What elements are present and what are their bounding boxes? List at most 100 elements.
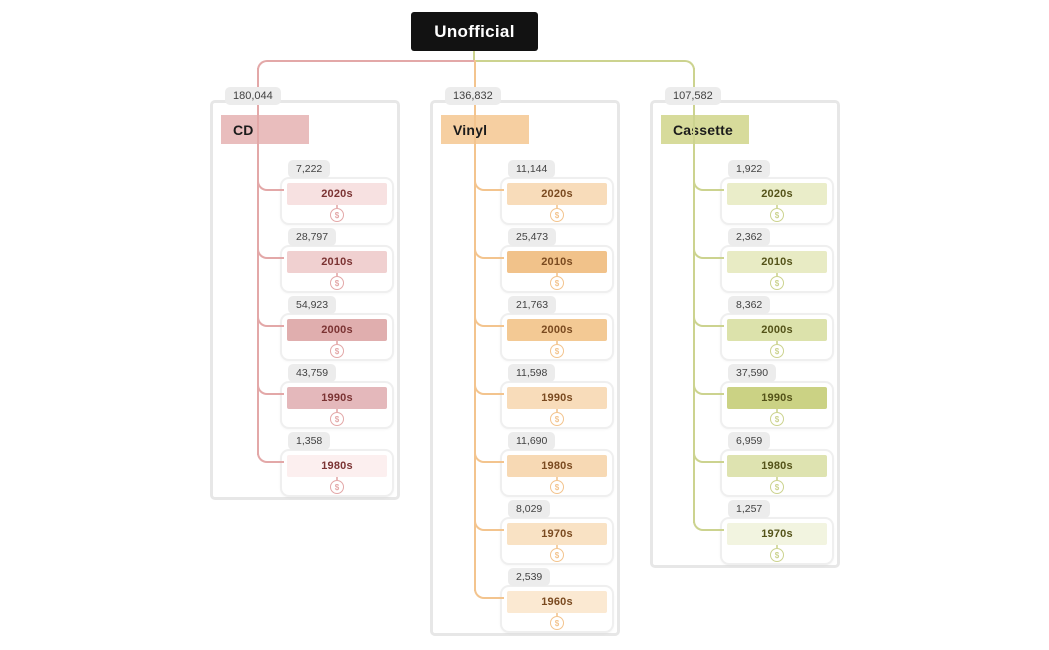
decade-count-badge: 8,029 (508, 500, 551, 518)
group-header-cd[interactable]: CD (221, 115, 309, 144)
group-header-cassette[interactable]: Cassette (661, 115, 749, 144)
decade-card[interactable]: 2020s $ (500, 177, 614, 225)
dollar-circle-icon[interactable]: $ (550, 208, 564, 222)
decade-card[interactable]: 1990s $ (280, 381, 394, 429)
dollar-circle-icon[interactable]: $ (330, 480, 344, 494)
decade-count-badge: 11,690 (508, 432, 556, 450)
group-header-vinyl[interactable]: Vinyl (441, 115, 529, 144)
connector-line (474, 383, 504, 395)
decade-label-bar: 1960s (507, 591, 607, 613)
decade-label-bar: 1980s (727, 455, 827, 477)
icon-connector-stub (776, 205, 778, 208)
decade-node: 1,358 1980s $ (280, 432, 402, 497)
decade-card[interactable]: 1970s $ (500, 517, 614, 565)
decade-label-bar: 2000s (727, 319, 827, 341)
decade-count-badge: 6,959 (728, 432, 771, 450)
icon-connector-stub (556, 409, 558, 412)
decade-label-bar: 1970s (727, 523, 827, 545)
decade-node: 21,763 2000s $ (500, 296, 622, 361)
decade-count-badge: 2,539 (508, 568, 551, 586)
group-count-badge: 107,582 (665, 87, 721, 105)
decade-label-bar: 1990s (727, 387, 827, 409)
connector-line (257, 179, 284, 191)
decade-card[interactable]: 2020s $ (280, 177, 394, 225)
decade-node: 11,690 1980s $ (500, 432, 622, 497)
dollar-circle-icon[interactable]: $ (330, 276, 344, 290)
decade-label: 1980s (541, 460, 573, 472)
decade-card[interactable]: 1980s $ (500, 449, 614, 497)
connector-line (474, 60, 476, 70)
decade-card[interactable]: 2000s $ (720, 313, 834, 361)
icon-connector-stub (336, 409, 338, 412)
icon-connector-stub (776, 409, 778, 412)
decade-node: 25,473 2010s $ (500, 228, 622, 293)
decade-label: 1960s (541, 596, 573, 608)
decade-card[interactable]: 1960s $ (500, 585, 614, 633)
decade-label-bar: 2000s (287, 319, 387, 341)
dollar-circle-icon[interactable]: $ (770, 276, 784, 290)
connector-line (474, 179, 504, 191)
decade-label: 2000s (761, 324, 793, 336)
decade-count-badge: 11,144 (508, 160, 556, 178)
decade-label-bar: 2020s (287, 183, 387, 205)
decade-card[interactable]: 2000s $ (280, 313, 394, 361)
decade-label: 2020s (321, 188, 353, 200)
dollar-circle-icon[interactable]: $ (550, 480, 564, 494)
dollar-circle-icon[interactable]: $ (770, 344, 784, 358)
decade-node: 11,598 1990s $ (500, 364, 622, 429)
dollar-circle-icon[interactable]: $ (770, 412, 784, 426)
decade-card[interactable]: 2010s $ (720, 245, 834, 293)
decade-node: 11,144 2020s $ (500, 160, 622, 225)
decade-label-bar: 1990s (287, 387, 387, 409)
decade-label-bar: 2020s (507, 183, 607, 205)
dollar-circle-icon[interactable]: $ (330, 208, 344, 222)
decade-card[interactable]: 1990s $ (720, 381, 834, 429)
dollar-circle-icon[interactable]: $ (770, 208, 784, 222)
decade-label: 1990s (761, 392, 793, 404)
dollar-circle-icon[interactable]: $ (330, 412, 344, 426)
icon-connector-stub (556, 477, 558, 480)
dollar-circle-icon[interactable]: $ (550, 548, 564, 562)
root-node[interactable]: Unofficial (411, 12, 538, 51)
decade-card[interactable]: 2010s $ (280, 245, 394, 293)
connector-line (257, 451, 284, 463)
decade-node: 2,539 1960s $ (500, 568, 622, 633)
connector-line (257, 315, 284, 327)
dollar-circle-icon[interactable]: $ (330, 344, 344, 358)
decade-node: 1,922 2020s $ (720, 160, 842, 225)
decade-card[interactable]: 1980s $ (720, 449, 834, 497)
connector-line (693, 315, 724, 327)
dollar-circle-icon[interactable]: $ (550, 616, 564, 630)
icon-connector-stub (776, 273, 778, 276)
dollar-circle-icon[interactable]: $ (770, 548, 784, 562)
decade-count-badge: 43,759 (288, 364, 337, 382)
decade-label-bar: 2000s (507, 319, 607, 341)
icon-connector-stub (336, 273, 338, 276)
decade-count-badge: 25,473 (508, 228, 557, 246)
icon-connector-stub (336, 341, 338, 344)
decade-count-badge: 28,797 (288, 228, 337, 246)
decade-label: 2010s (321, 256, 353, 268)
decade-card[interactable]: 2000s $ (500, 313, 614, 361)
decade-card[interactable]: 2020s $ (720, 177, 834, 225)
connector-line (693, 519, 724, 531)
connector-line (693, 451, 724, 463)
dollar-circle-icon[interactable]: $ (550, 344, 564, 358)
connector-line (693, 68, 695, 523)
decade-count-badge: 1,257 (728, 500, 771, 518)
decade-count-badge: 37,590 (728, 364, 777, 382)
connector-line (257, 383, 284, 395)
decade-card[interactable]: 1980s $ (280, 449, 394, 497)
dollar-circle-icon[interactable]: $ (550, 276, 564, 290)
decade-count-badge: 21,763 (508, 296, 557, 314)
decade-card[interactable]: 1990s $ (500, 381, 614, 429)
decade-label-bar: 2010s (287, 251, 387, 273)
dollar-circle-icon[interactable]: $ (770, 480, 784, 494)
decade-label: 1970s (541, 528, 573, 540)
dollar-circle-icon[interactable]: $ (550, 412, 564, 426)
decade-card[interactable]: 2010s $ (500, 245, 614, 293)
decade-node: 43,759 1990s $ (280, 364, 402, 429)
connector-line (693, 383, 724, 395)
decade-card[interactable]: 1970s $ (720, 517, 834, 565)
connector-line (474, 315, 504, 327)
